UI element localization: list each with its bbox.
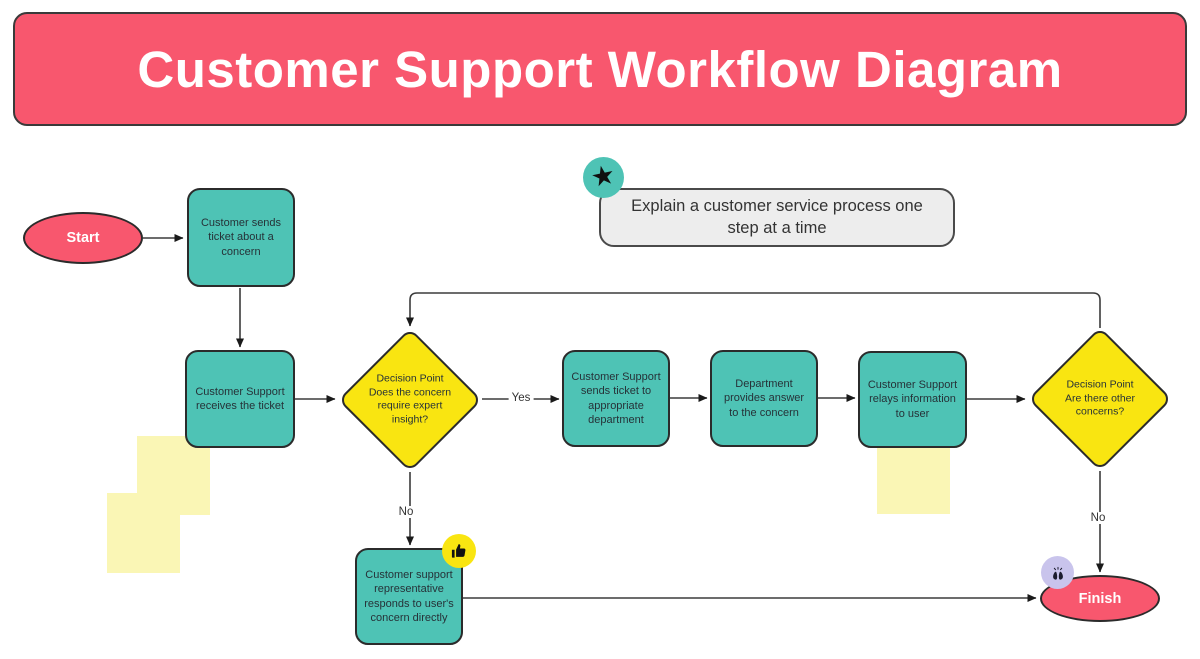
decision-other-title: Decision Point: [1066, 378, 1134, 391]
decision-other-concerns[interactable]: Decision Point Are there other concerns?: [1027, 326, 1173, 472]
node-receive-ticket-label: Customer Support receives the ticket: [195, 385, 285, 412]
edge-label-no-expert: No: [395, 506, 417, 518]
node-receive-ticket[interactable]: Customer Support receives the ticket: [185, 350, 295, 448]
node-send-to-department[interactable]: Customer Support sends ticket to appropr…: [562, 350, 670, 447]
page-title: Customer Support Workflow Diagram: [137, 40, 1063, 98]
star-icon: ★: [588, 158, 619, 193]
node-department-answer-label: Department provides answer to the concer…: [723, 378, 805, 419]
prompt-text: Explain a customer service process one s…: [631, 197, 923, 237]
decision-other-question: Are there other concerns?: [1064, 392, 1136, 418]
edge-label-no-other: No: [1087, 512, 1109, 524]
prompt-callout[interactable]: Explain a customer service process one s…: [599, 188, 955, 247]
decision-expert-title: Decision Point: [376, 372, 444, 385]
respond-badge[interactable]: [442, 534, 476, 568]
start-node[interactable]: Start: [23, 212, 143, 264]
finish-badge[interactable]: [1041, 556, 1074, 589]
prompt-badge[interactable]: ★: [583, 157, 624, 198]
decision-expert-question: Does the concern require expert insight?: [368, 386, 452, 426]
node-department-answer[interactable]: Department provides answer to the concer…: [710, 350, 818, 447]
start-label: Start: [66, 230, 100, 246]
node-send-ticket-label: Customer sends ticket about a concern: [200, 217, 282, 258]
node-relay-info-label: Customer Support relays information to u…: [867, 379, 958, 420]
node-respond-directly-label: Customer support representative responds…: [364, 568, 454, 624]
edge-label-yes: Yes: [508, 392, 534, 404]
title-banner[interactable]: Customer Support Workflow Diagram: [13, 12, 1187, 126]
raising-hands-icon: [1052, 566, 1063, 580]
node-relay-info[interactable]: Customer Support relays information to u…: [858, 351, 967, 448]
decision-expert-insight[interactable]: Decision Point Does the concern require …: [337, 327, 483, 473]
node-send-to-department-label: Customer Support sends ticket to appropr…: [571, 370, 661, 426]
node-respond-directly[interactable]: Customer support representative responds…: [355, 548, 463, 645]
finish-label: Finish: [1078, 590, 1122, 607]
sticky-note-2[interactable]: [107, 493, 180, 573]
thumbs-up-icon: [451, 544, 466, 558]
sticky-note-3[interactable]: [877, 436, 950, 514]
node-send-ticket[interactable]: Customer sends ticket about a concern: [187, 188, 295, 287]
